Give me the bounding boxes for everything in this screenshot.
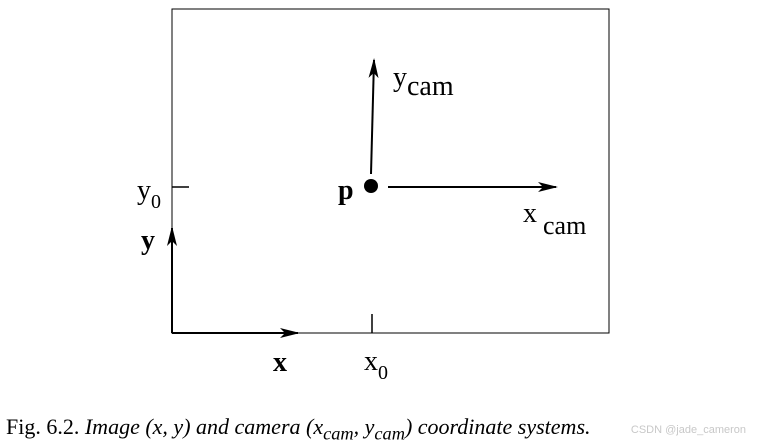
caption-text-2: (x, y) bbox=[145, 414, 191, 439]
label-x: x bbox=[273, 347, 287, 378]
caption-prefix: Fig. 6.2. bbox=[6, 414, 80, 439]
label-p: p bbox=[338, 175, 354, 206]
label-ycam: ycam bbox=[393, 62, 454, 102]
label-y0: y0 bbox=[137, 175, 161, 213]
camera-y-axis-arrow bbox=[368, 58, 379, 175]
principal-point-dot bbox=[364, 179, 378, 193]
caption-text-4: (xcam, ycam) bbox=[306, 414, 413, 444]
figure-caption: Fig. 6.2. Image (x, y) and camera (xcam,… bbox=[6, 414, 591, 444]
watermark: CSDN @jade_cameron bbox=[630, 424, 746, 436]
label-x0: x0 bbox=[364, 346, 388, 384]
image-frame bbox=[171, 8, 610, 334]
caption-text-3: and camera bbox=[196, 414, 301, 439]
caption-text-5: coordinate systems. bbox=[417, 414, 591, 439]
label-y: y bbox=[141, 225, 155, 256]
caption-text-1: Image bbox=[84, 414, 140, 439]
